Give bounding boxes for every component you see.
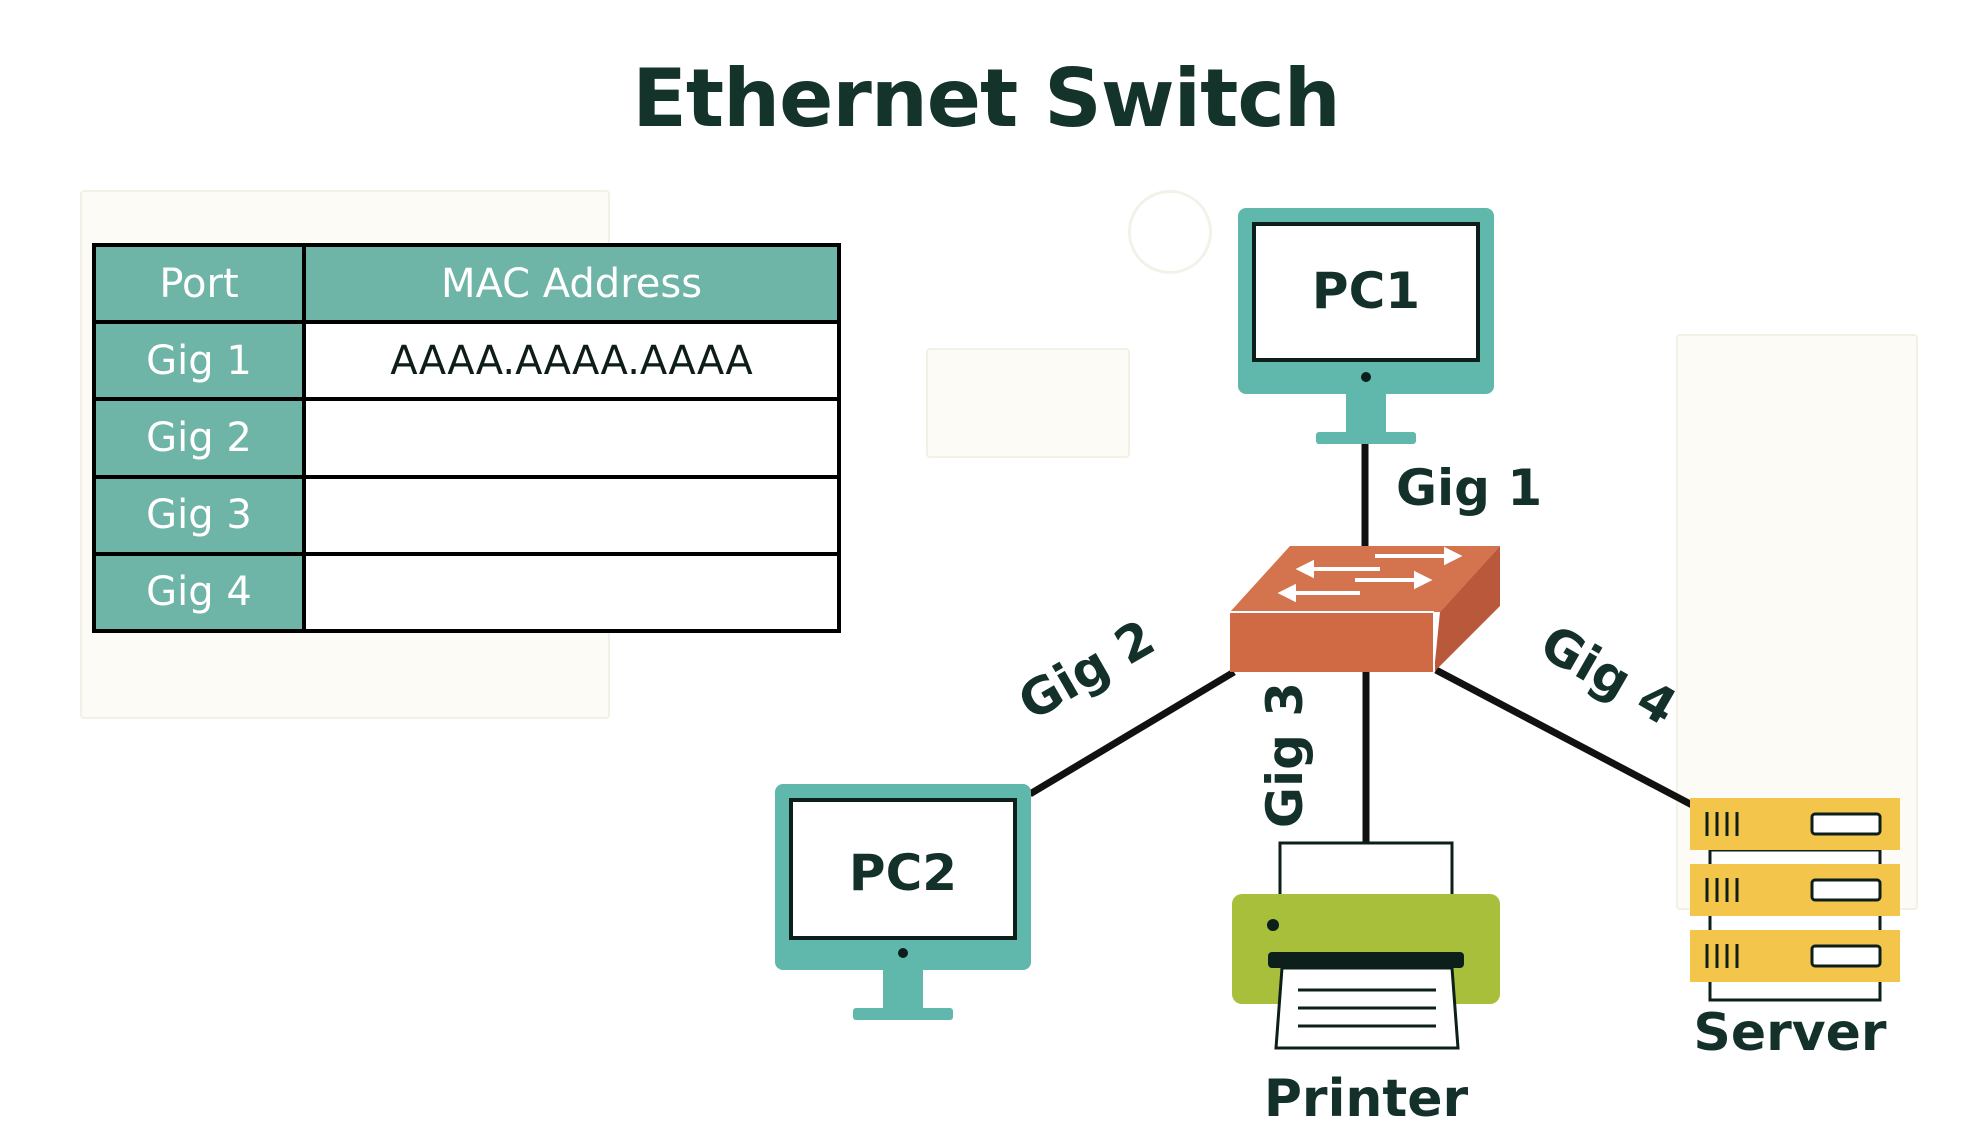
header-port: Port — [92, 242, 306, 325]
server-icon — [1690, 798, 1900, 1002]
link-label-gig4: Gig 4 — [1531, 614, 1687, 737]
pc1-monitor-icon — [1238, 208, 1494, 444]
port-cell: Gig 2 — [92, 397, 306, 479]
table-row: Gig 2 — [92, 397, 841, 479]
switch-icon — [1230, 546, 1500, 672]
link-gig4 — [1434, 666, 1696, 810]
mac-cell — [302, 551, 841, 634]
pc2-label: PC2 — [849, 844, 957, 902]
table-row: Gig 1 AAAA.AAAA.AAAA — [92, 320, 841, 402]
mac-cell: AAAA.AAAA.AAAA — [302, 320, 841, 402]
pc2-monitor-icon — [775, 784, 1031, 1020]
background-circle — [1128, 190, 1212, 274]
header-mac-address: MAC Address — [302, 242, 841, 325]
server-label: Server — [1693, 1003, 1887, 1063]
port-cell: Gig 1 — [92, 320, 306, 402]
link-label-gig3: Gig 3 — [1256, 682, 1314, 828]
table-header-row: Port MAC Address — [92, 242, 841, 325]
link-label-gig2: Gig 2 — [1009, 609, 1165, 732]
mac-address-table: Port MAC Address Gig 1 AAAA.AAAA.AAAA Gi… — [92, 242, 841, 634]
table-row: Gig 4 — [92, 551, 841, 634]
link-gig2 — [1028, 668, 1236, 798]
background-panel-center — [926, 348, 1130, 458]
link-label-gig1: Gig 1 — [1396, 459, 1542, 517]
printer-label: Printer — [1264, 1069, 1469, 1129]
table-row: Gig 3 — [92, 474, 841, 556]
printer-icon — [1232, 841, 1500, 1050]
port-cell: Gig 3 — [92, 474, 306, 556]
mac-cell — [302, 397, 841, 479]
page-title: Ethernet Switch — [632, 52, 1340, 145]
mac-cell — [302, 474, 841, 556]
pc1-label: PC1 — [1312, 262, 1420, 320]
port-cell: Gig 4 — [92, 551, 306, 634]
